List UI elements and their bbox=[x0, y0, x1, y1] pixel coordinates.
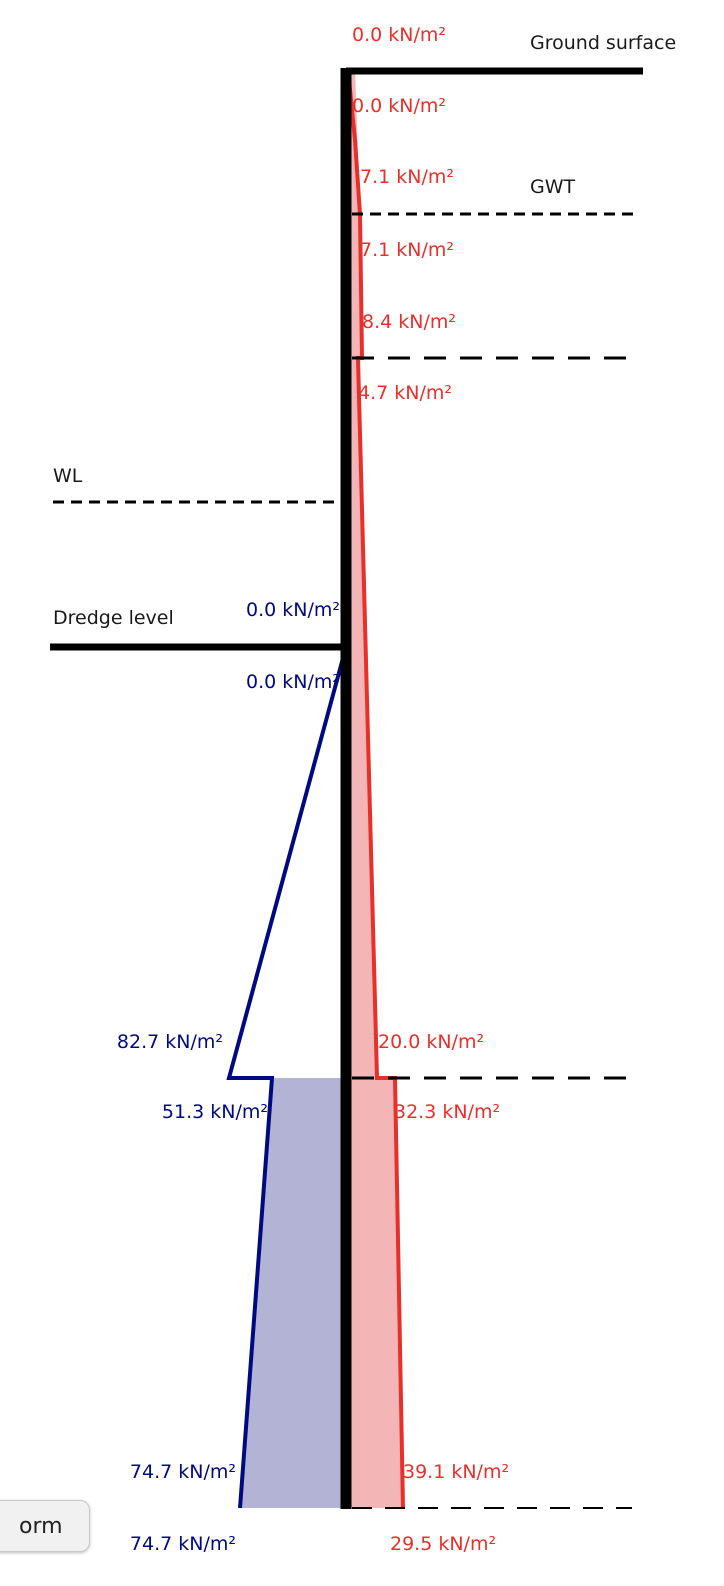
active-pressure-label: 0.0 kN/m² bbox=[352, 24, 446, 46]
active-pressure-label: 29.5 kN/m² bbox=[390, 1533, 496, 1555]
passive-pressure-label: 74.7 kN/m² bbox=[130, 1461, 236, 1483]
passive-pressure-outline bbox=[226, 646, 348, 1509]
active-pressure-label: 7.1 kN/m² bbox=[360, 166, 454, 188]
dredge-level-label: Dredge level bbox=[53, 607, 174, 629]
passive-pressure-fill bbox=[229, 647, 346, 1508]
passive-pressure-label: 74.7 kN/m² bbox=[130, 1533, 236, 1555]
wl-label: WL bbox=[53, 465, 83, 487]
passive-pressure-label: 82.7 kN/m² bbox=[117, 1031, 223, 1053]
passive-pressure-label: 0.0 kN/m² bbox=[246, 671, 340, 693]
active-pressure-label: 0.0 kN/m² bbox=[352, 95, 446, 117]
passive-pressure-label: 51.3 kN/m² bbox=[162, 1101, 268, 1123]
gwt-label: GWT bbox=[530, 176, 576, 198]
active-pressure-label: 8.4 kN/m² bbox=[362, 311, 456, 333]
active-pressure-label: 4.7 kN/m² bbox=[358, 382, 452, 404]
form-button[interactable]: orm bbox=[0, 1500, 90, 1552]
active-pressure-fill bbox=[346, 69, 403, 1508]
active-pressure-label: 39.1 kN/m² bbox=[403, 1461, 509, 1483]
active-pressure-label: 7.1 kN/m² bbox=[360, 239, 454, 261]
active-pressure-label: 32.3 kN/m² bbox=[394, 1101, 500, 1123]
passive-pressure-label: 0.0 kN/m² bbox=[246, 599, 340, 621]
active-pressure-label: 20.0 kN/m² bbox=[378, 1031, 484, 1053]
ground-surface-label: Ground surface bbox=[530, 32, 676, 54]
